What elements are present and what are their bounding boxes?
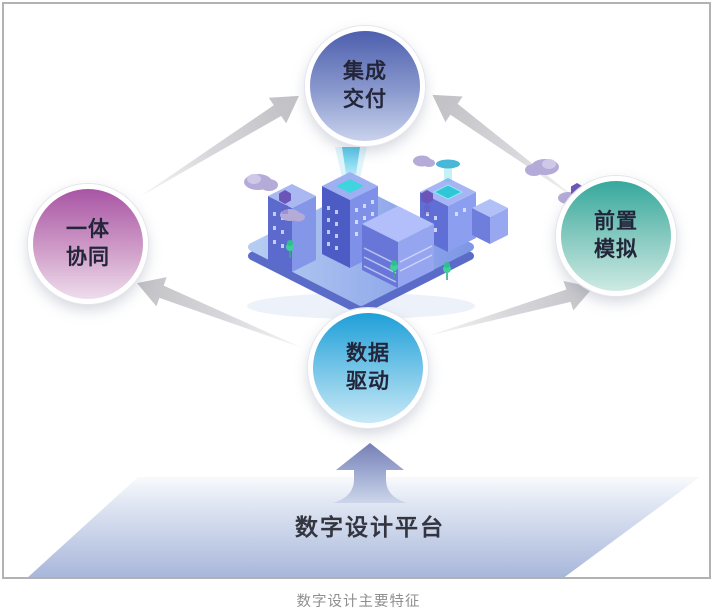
arrow-bottom-to-left	[137, 277, 303, 349]
arrow-right-to-top	[432, 94, 583, 204]
node-integrated-delivery: 集成 交付	[305, 26, 425, 146]
building-right-tower	[420, 159, 476, 252]
node-integrated-collaboration: 一体 协同	[28, 184, 148, 304]
cloud-icon	[244, 174, 278, 191]
node-front-simulation: 前置 模拟	[556, 176, 676, 296]
cloud-icon	[525, 159, 559, 176]
tree-icon	[286, 240, 294, 258]
building-small-box	[472, 199, 508, 244]
building-left-tower	[268, 184, 316, 272]
floating-disc	[436, 159, 460, 169]
cloud-icon	[280, 209, 305, 222]
tree-icons	[286, 240, 451, 280]
figure-caption: 数字设计主要特征	[296, 594, 421, 610]
digital-platform-shape	[26, 477, 700, 579]
hexagon-icon	[421, 190, 433, 214]
node-data-driven: 数据 驱动	[308, 308, 428, 428]
arrow-bottom-to-right	[427, 280, 594, 336]
hexagon-icon	[279, 190, 291, 214]
tree-icon	[390, 260, 398, 278]
platform-up-arrow	[333, 443, 407, 503]
cloud-icon	[413, 155, 435, 167]
cloud-icons	[244, 155, 583, 222]
digital-platform-label: 数字设计平台	[295, 514, 445, 540]
tree-icon	[443, 262, 451, 280]
light-beam	[342, 147, 360, 174]
arrow-left-to-top	[138, 95, 299, 198]
building-front-slab	[362, 206, 434, 288]
city-illustration	[244, 147, 583, 319]
